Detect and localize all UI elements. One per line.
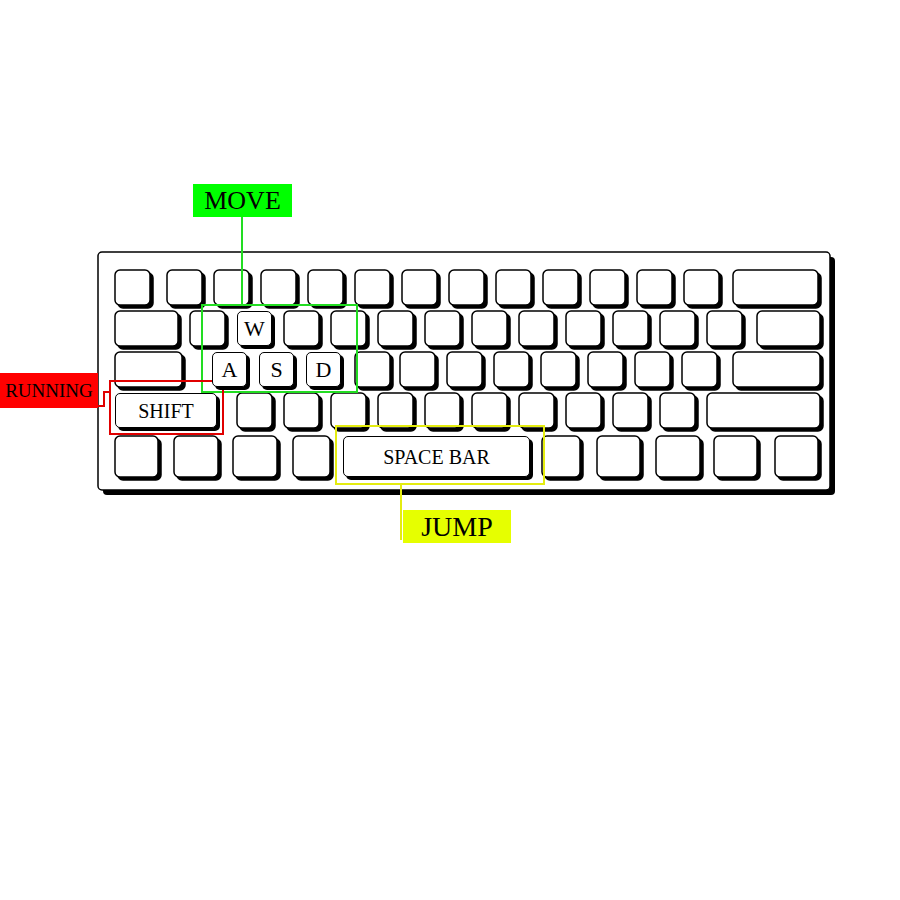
jump-highlight [336,426,544,484]
key [733,352,820,387]
key [261,270,296,305]
callout-label: RUNNING [5,381,93,400]
key [293,436,330,477]
key [496,270,531,305]
key [190,311,225,346]
key [472,311,507,346]
key [400,352,435,387]
key [331,393,366,428]
key [115,270,150,305]
key [684,270,719,305]
key [355,352,390,387]
key [284,311,319,346]
key [519,393,554,428]
callout-box: RUNNING [0,373,98,408]
key [682,352,717,387]
key [757,311,820,346]
key [214,270,249,305]
key [355,270,390,305]
key [115,436,158,477]
running-highlight [110,381,223,434]
key [566,311,601,346]
key-cap: SHIFT [115,393,217,428]
key-label: A [222,359,238,381]
key [613,393,648,428]
key [635,352,670,387]
key [656,436,700,477]
key [237,393,272,428]
key [613,311,648,346]
key [425,311,460,346]
key [472,393,507,428]
key [660,311,695,346]
key [707,393,820,428]
key-label: SPACE BAR [383,447,490,467]
key-label: S [270,359,282,381]
key-cap: D [306,352,341,387]
key [331,311,366,346]
leader-line [98,392,110,406]
key [566,393,601,428]
key [233,436,277,477]
key-label: W [244,318,265,340]
key [637,270,672,305]
key [714,436,757,477]
key [167,270,202,305]
key-cap: A [212,352,247,387]
key [588,352,623,387]
key [308,270,343,305]
callout-label: JUMP [421,513,493,541]
key-label: SHIFT [138,401,194,421]
callout-label: MOVE [204,188,281,214]
key [402,270,437,305]
leader-line [241,217,243,305]
key [541,352,576,387]
key [543,270,578,305]
key [378,311,413,346]
key [707,311,742,346]
key [519,311,554,346]
key [284,393,319,428]
key [775,436,818,477]
key [115,311,178,346]
key-cap: S [259,352,294,387]
key [378,393,413,428]
callout-box: JUMP [403,510,511,543]
callout-box: MOVE [193,184,292,217]
key-cap: W [237,311,272,346]
key-label: D [316,359,332,381]
key [597,436,640,477]
key [494,352,529,387]
blank-keys [115,270,820,477]
key [425,393,460,428]
move-highlight [202,305,357,392]
key [733,270,818,305]
key [590,270,625,305]
leader-line [400,484,402,540]
key [542,436,580,477]
key [447,352,482,387]
keyboard-body [98,252,830,490]
key-cap: SPACE BAR [343,436,530,477]
key [174,436,218,477]
key [660,393,695,428]
key [449,270,484,305]
